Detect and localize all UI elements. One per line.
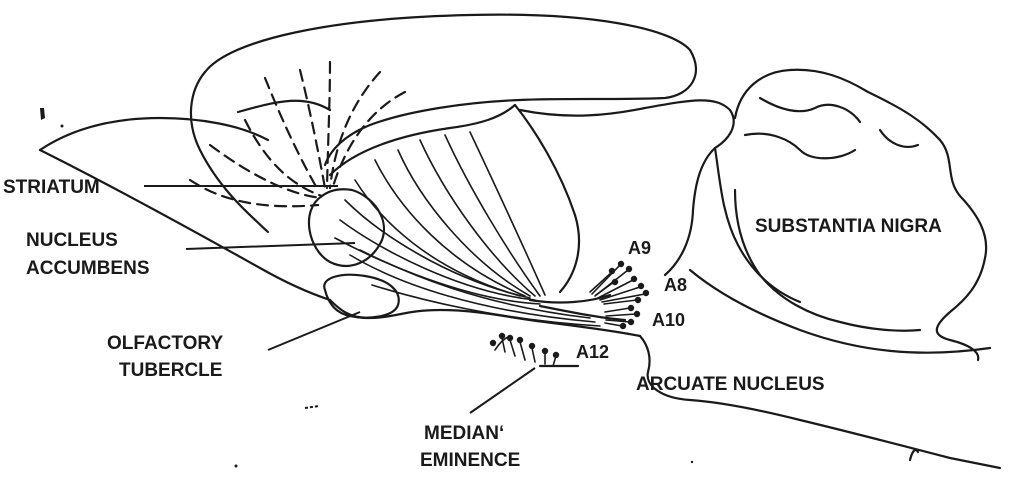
speck-3 <box>305 406 319 408</box>
cerebellum-folia-4 <box>735 190 920 331</box>
a9-cell-group <box>590 261 637 298</box>
arcuate-nucleus-label: ARCUATE NUCLEUS <box>636 374 825 395</box>
cortex-outline <box>205 15 696 165</box>
cerebellum-folia-1 <box>760 98 860 122</box>
speck-1 <box>40 108 45 120</box>
a10-cell-group <box>605 305 640 329</box>
a10-label: A10 <box>652 310 685 330</box>
thalamus-right-outline <box>515 105 579 292</box>
median-eminence-label-1: MEDIAN‘ <box>424 423 504 444</box>
mesocortical-dashed-5 <box>330 72 380 188</box>
olfactory-tubercle-label-2: TUBERCLE <box>119 360 222 381</box>
striatum-label: STRIATUM <box>3 177 100 198</box>
median-eminence-label-2: EMINENCE <box>420 450 520 471</box>
nucleus-accumbens-label-2: ACCUMBENS <box>26 258 150 279</box>
speck-2 <box>61 125 64 128</box>
mesocortical-dashed-4 <box>327 62 330 188</box>
nucleus-accumbens-leader <box>186 243 355 249</box>
olfactory-tubercle-shape <box>324 275 399 318</box>
speck-5 <box>691 461 693 463</box>
speck-4 <box>235 465 238 468</box>
mesocortical-dashed-1 <box>245 120 322 196</box>
midbrain-outline <box>520 100 734 275</box>
frontal-lobe-outline <box>40 118 268 150</box>
thalamus-outline <box>330 105 515 175</box>
a12-label: A12 <box>576 342 609 362</box>
a9-label: A9 <box>628 238 651 258</box>
cortex-front-outline <box>191 72 268 232</box>
a12-cell-group <box>490 333 559 366</box>
nucleus-accumbens-label-1: NUCLEUS <box>26 230 118 251</box>
olfactory-tubercle-label-1: OLFACTORY <box>107 333 223 354</box>
hypothalamus-outline <box>640 336 1000 468</box>
median-eminence-leader <box>470 368 535 413</box>
a8-label: A8 <box>664 275 687 295</box>
mesolimbic-fiber-1 <box>360 250 590 318</box>
nigrostriatal-fiber-2 <box>375 160 525 296</box>
mesocortical-dashed-3 <box>300 70 325 188</box>
cortex-inner-fold <box>238 101 330 112</box>
substantia-nigra-label: SUBSTANTIA NIGRA <box>755 216 942 237</box>
nigrostriatal-fiber-4 <box>420 140 535 296</box>
cerebellum-folia-2 <box>745 134 855 159</box>
olfactory-tubercle-leader <box>268 312 360 350</box>
brainstem-mark <box>910 450 918 460</box>
cerebellum-outline <box>735 70 986 360</box>
mesocortical-dashed-2 <box>265 78 318 190</box>
cerebellum-folia-3 <box>880 130 918 147</box>
cerebellum-folia-6 <box>690 270 990 353</box>
